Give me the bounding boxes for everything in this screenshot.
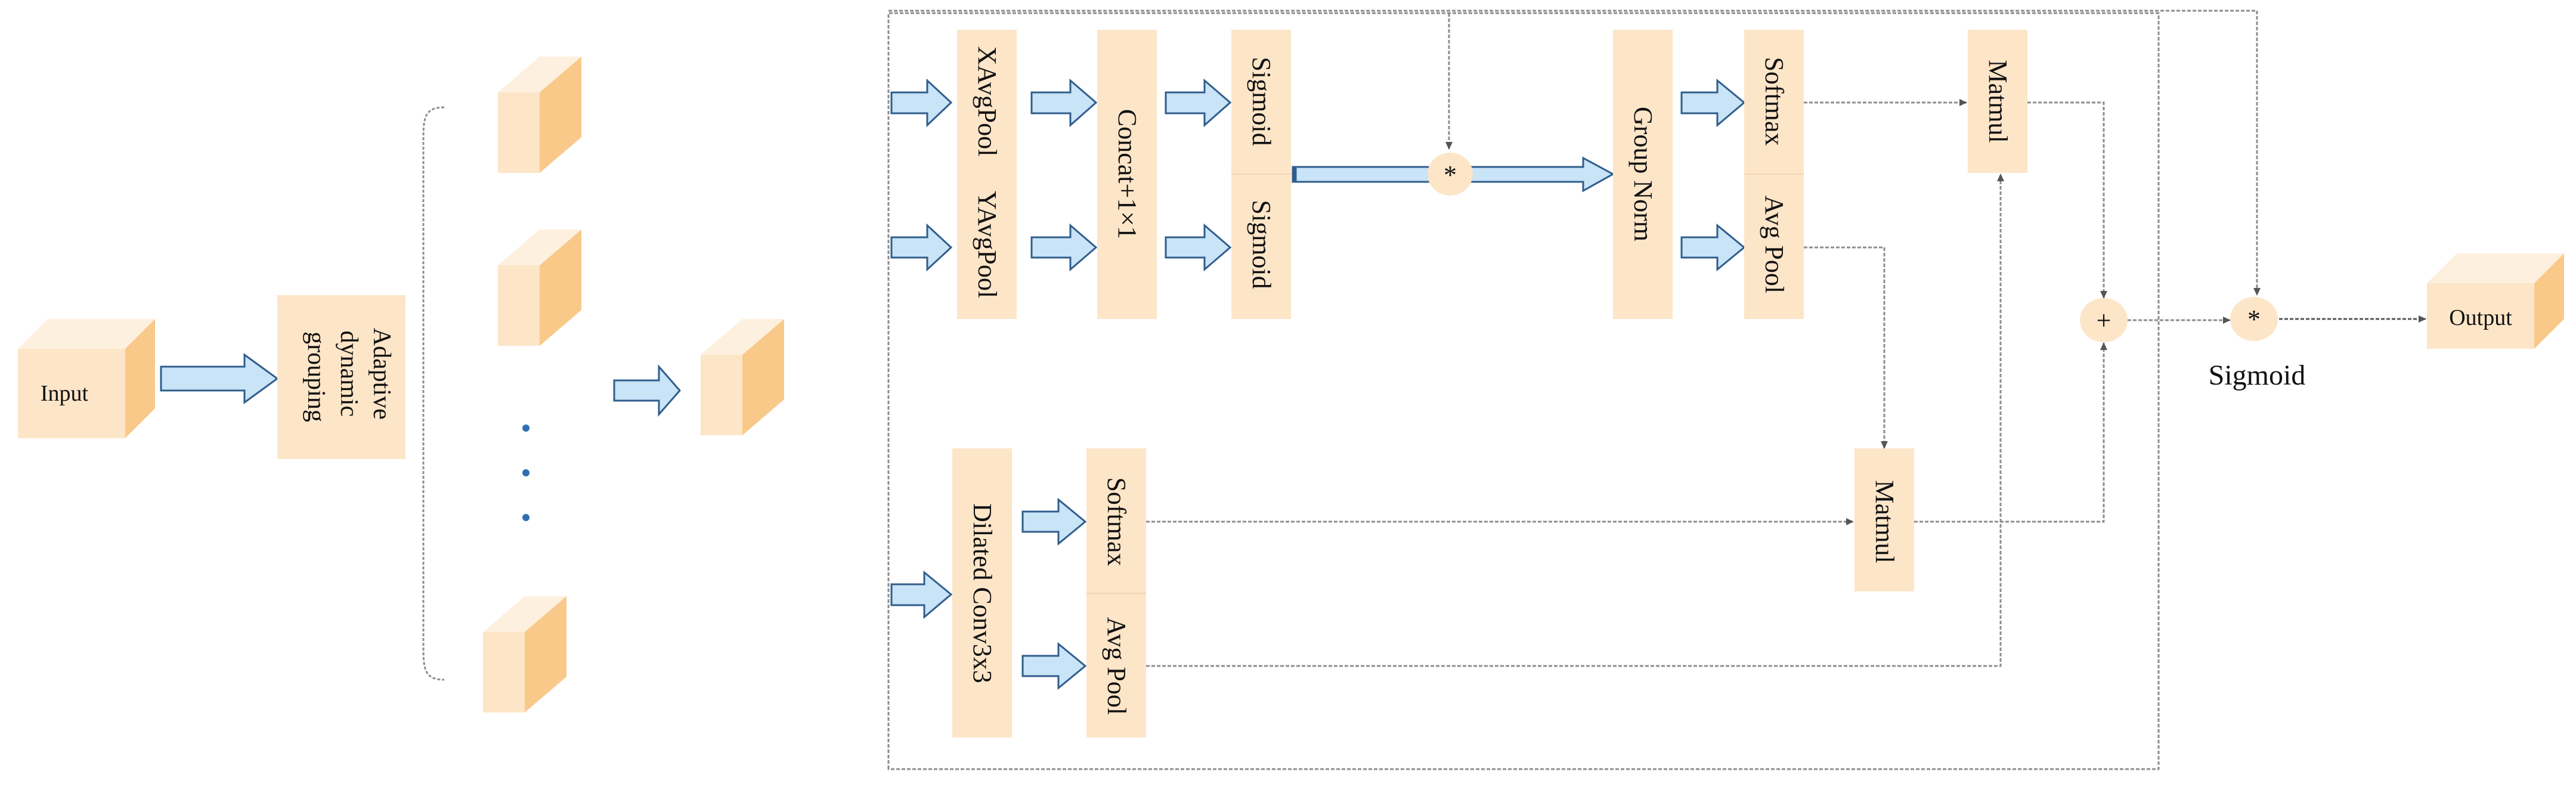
upper-avgpool-label: Avg Pool: [1760, 196, 1789, 293]
dilated-conv-box: Dilated Conv3x3: [952, 448, 1012, 738]
arrow-gn-avgpool: [1680, 223, 1746, 272]
plus-symbol: +: [2097, 306, 2111, 335]
module-frame: [887, 12, 2160, 770]
sigmoid-bottom-label: Sigmoid: [1247, 200, 1276, 289]
xavgpool-label: XAvgPool: [973, 47, 1002, 157]
arrow-pool-concat-top: [1030, 78, 1098, 128]
grouping-label-line1: Adaptive: [368, 328, 395, 420]
upper-softmax-label: Softmax: [1760, 57, 1789, 145]
line-lower-matmul-plus: [1914, 342, 2107, 523]
lower-avgpool-label: Avg Pool: [1102, 617, 1131, 715]
lower-matmul-box: Matmul: [1854, 448, 1914, 591]
line-upper-matmul-plus: [2027, 101, 2107, 299]
concat-label: Concat+1×1: [1113, 109, 1142, 239]
group-cube-1: [498, 57, 581, 173]
final-multiply-node: *: [2230, 297, 2278, 341]
grouping-label-line3: grouping: [302, 331, 330, 422]
final-multiply-symbol: *: [2247, 305, 2261, 334]
upper-softmax-avgpool-box: Softmax Avg Pool: [1744, 30, 1804, 319]
input-cube: Input: [18, 319, 155, 438]
arrow-into-dilated: [890, 570, 953, 619]
upper-matmul-label: Matmul: [1983, 60, 2012, 142]
yavgpool-label: YAvgPool: [973, 191, 1002, 298]
arrow-into-xpool: [890, 78, 953, 128]
upper-matmul-box: Matmul: [1968, 30, 2027, 173]
arrow-concat-sigmoid-top: [1165, 78, 1232, 128]
arrow-input-grouping: [160, 353, 279, 404]
output-label: Output: [2449, 305, 2512, 330]
sigmoid-box: Sigmoid Sigmoid: [1231, 30, 1291, 319]
lower-softmax-label: Softmax: [1102, 477, 1131, 566]
sigmoid-caption: Sigmoid: [2209, 360, 2306, 391]
grouping-brace: [422, 106, 445, 681]
arrow-pool-concat-bottom: [1030, 223, 1098, 272]
svg-text:Adaptive dynamic g: Adaptive dynamic grouping: [302, 328, 395, 426]
arrow-dilated-softmax: [1021, 497, 1087, 546]
group-cube-2: [498, 230, 581, 346]
lower-softmax-avgpool-box: Softmax Avg Pool: [1086, 448, 1146, 738]
multiply-node: *: [1428, 153, 1473, 196]
multiply-symbol: *: [1444, 160, 1457, 190]
group-norm-label: Group Norm: [1628, 107, 1658, 241]
arrow-dilated-avgpool: [1021, 642, 1087, 690]
line-lower-avgpool-upper-matmul: [1146, 173, 2004, 667]
arrow-concat-sigmoid-bottom: [1165, 223, 1232, 272]
group-cube-3: [483, 596, 566, 712]
line-upper-avgpool-lower-matmul: [1804, 246, 1888, 449]
adaptive-grouping-box: Adaptive dynamic grouping: [277, 295, 405, 459]
group-norm-box: Group Norm: [1613, 30, 1673, 319]
arrow-group-selected: [613, 364, 681, 417]
dilated-label: Dilated Conv3x3: [968, 503, 997, 683]
grouping-label-line2: dynamic: [335, 330, 363, 417]
output-cube: Output: [2427, 253, 2564, 349]
lower-matmul-label: Matmul: [1870, 480, 1899, 563]
plus-node: +: [2080, 298, 2128, 342]
pool-box: XAvgPool YAvgPool: [957, 30, 1017, 319]
selected-group-cube: [701, 319, 784, 435]
concat-box: Concat+1×1: [1097, 30, 1157, 319]
input-label: Input: [41, 381, 89, 406]
arrow-into-ypool: [890, 223, 953, 272]
sigmoid-top-label: Sigmoid: [1247, 57, 1276, 145]
top-skip-line: [888, 10, 2261, 296]
ellipsis-dots: [522, 425, 530, 521]
arrow-gn-softmax: [1680, 78, 1746, 128]
